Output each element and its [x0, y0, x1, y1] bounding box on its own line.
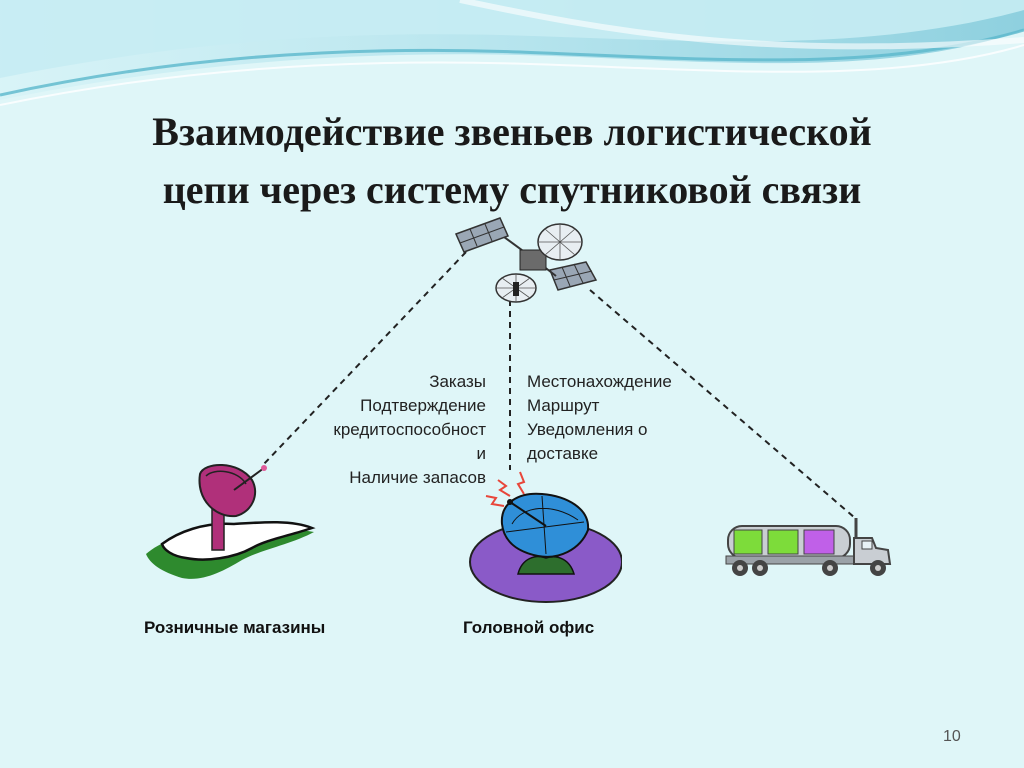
tanker-truck-icon: [725, 518, 892, 576]
caption-head-office: Головной офис: [463, 618, 595, 637]
label-location: Местонахождение: [527, 372, 672, 391]
label-delivery: доставке: [527, 444, 599, 463]
link-retail: [261, 251, 467, 467]
slide-title: Взаимодействие звеньев логистической цеп…: [0, 103, 1024, 219]
satellite-icon: [454, 217, 598, 303]
link-truck: [589, 289, 856, 519]
antenna-dish-icon: [146, 463, 316, 579]
label-orders: Заказы: [429, 372, 486, 391]
title-line-1: Взаимодействие звеньев логистической: [152, 109, 872, 154]
label-notifications: Уведомления о: [527, 420, 648, 439]
label-credit-end: и: [476, 444, 487, 463]
label-credit: кредитоспособност: [333, 420, 486, 439]
caption-retail-stores: Розничные магазины: [144, 618, 326, 637]
title-line-2: цепи через систему спутниковой связи: [162, 167, 862, 212]
downlink-labels: Местонахождение Маршрут Уведомления о до…: [527, 370, 672, 466]
label-stock: Наличие запасов: [349, 468, 486, 487]
uplink-labels: Заказы Подтверждение кредитоспособност и…: [333, 370, 486, 490]
label-route: Маршрут: [527, 396, 600, 415]
label-confirmation: Подтверждение: [360, 396, 486, 415]
page-number: 10: [943, 728, 961, 745]
office-dish-icon: [469, 471, 622, 603]
